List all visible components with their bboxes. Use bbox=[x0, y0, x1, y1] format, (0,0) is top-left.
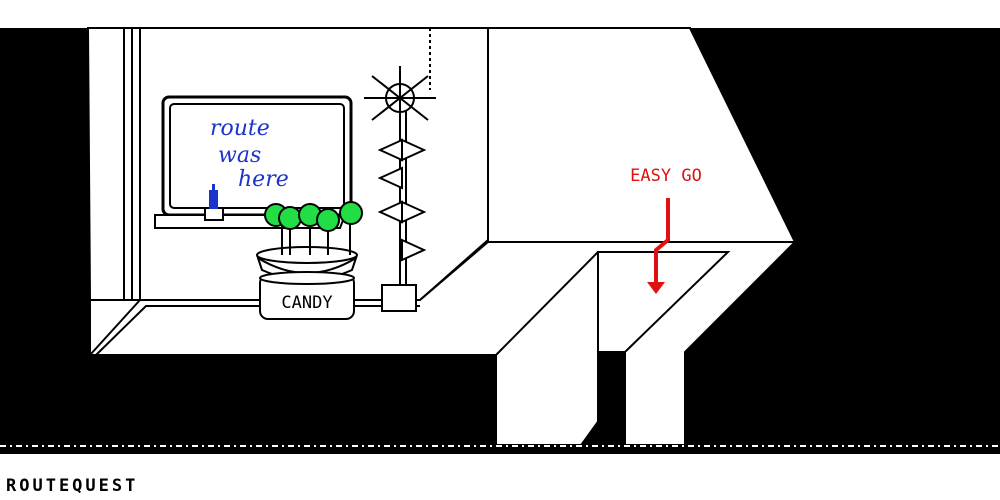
whiteboard[interactable]: route was here bbox=[154, 95, 353, 229]
whiteboard-text-line: route bbox=[210, 116, 270, 141]
candy-jar-label: CANDY bbox=[281, 293, 332, 313]
down-arrow-icon bbox=[647, 198, 670, 294]
floor-edge bbox=[495, 251, 599, 356]
candy-jar[interactable]: CANDY bbox=[256, 201, 363, 320]
floor-hole-shadow bbox=[580, 420, 625, 445]
easy-go-sign: EASY GO bbox=[630, 166, 702, 186]
game-scene[interactable]: route was here CANDY bbox=[0, 0, 1000, 460]
whiteboard-text-line: was bbox=[218, 143, 261, 168]
whiteboard-text-line: here bbox=[238, 167, 289, 192]
lollipop bbox=[339, 201, 363, 225]
floor-edge bbox=[89, 299, 141, 356]
fan-ornament[interactable] bbox=[364, 28, 436, 312]
game-title: ROUTEQUEST bbox=[6, 476, 139, 496]
lollipop bbox=[316, 208, 340, 232]
lollipop bbox=[278, 206, 302, 230]
candle[interactable] bbox=[204, 184, 224, 221]
